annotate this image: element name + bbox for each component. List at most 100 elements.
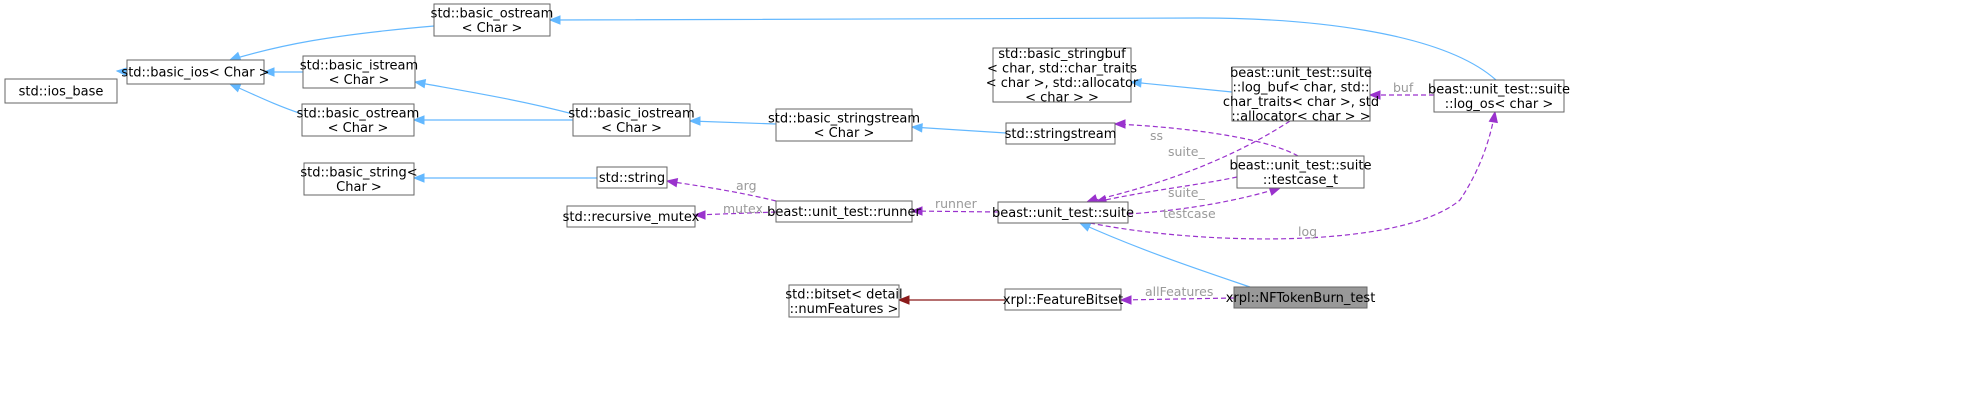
node-testcase-t[interactable]: beast::unit_test::suite::testcase_t xyxy=(1230,155,1372,189)
arrowhead xyxy=(1113,119,1126,129)
node-suite[interactable]: beast::unit_test::suite xyxy=(992,201,1134,224)
edge-suite-to-log-buf xyxy=(1085,120,1291,204)
node-box xyxy=(1433,79,1565,113)
edge-log-os-to-suite xyxy=(1089,110,1498,240)
edge-ostream-mid-to-iostream xyxy=(412,115,573,125)
node-box xyxy=(775,200,913,223)
node-basic-ios[interactable]: std::basic_ios< Char > xyxy=(121,59,270,85)
edge-basic-ios-to-ostream-mid xyxy=(228,83,303,115)
edge-line xyxy=(911,126,1007,134)
edge-stringbuf-to-log-buf xyxy=(1129,78,1233,93)
edge-line xyxy=(689,120,777,125)
arrowhead xyxy=(412,115,425,125)
edge-basic-ios-to-ostream-top xyxy=(228,25,435,61)
arrowhead xyxy=(693,210,706,220)
arrowhead xyxy=(1129,78,1142,88)
node-label-line: < Char > xyxy=(601,121,662,136)
edge-line xyxy=(1095,176,1238,203)
node-box xyxy=(1005,122,1116,145)
node-nftoken[interactable]: xrpl::NFTokenBurn_test xyxy=(1226,286,1376,309)
node-label-line: < char, std::char_traits xyxy=(987,61,1137,76)
node-basic-stringstream[interactable]: std::basic_stringstream< Char > xyxy=(768,108,920,142)
node-string[interactable]: std::string xyxy=(596,166,668,189)
node-stringstream[interactable]: std::stringstream xyxy=(1005,122,1117,145)
node-box xyxy=(1004,288,1122,311)
node-box xyxy=(572,103,691,137)
node-label-line: std::basic_istream xyxy=(300,58,418,73)
node-label-line: beast::unit_test::suite xyxy=(1428,82,1570,97)
arrowhead xyxy=(1078,222,1092,232)
node-basic-istream[interactable]: std::basic_istream< Char > xyxy=(300,55,418,89)
edge-line xyxy=(694,211,777,216)
node-box xyxy=(997,201,1129,224)
edge-line xyxy=(549,17,1497,81)
node-ios-base[interactable]: std::ios_base xyxy=(4,78,118,104)
node-label-line: xrpl::FeatureBitset xyxy=(1003,293,1123,308)
node-feature-bitset[interactable]: xrpl::FeatureBitset xyxy=(1003,288,1123,311)
node-box xyxy=(301,103,415,137)
node-label-line: ::allocator< char > > xyxy=(1231,109,1370,124)
node-box xyxy=(775,108,913,142)
node-label-line: std::basic_ios< Char > xyxy=(121,66,269,81)
node-label-line: beast::unit_test::suite xyxy=(1230,66,1372,81)
node-basic-ostream-mid[interactable]: std::basic_ostream< Char > xyxy=(297,103,420,137)
edge-line xyxy=(1120,297,1235,301)
edge-line xyxy=(1089,111,1496,240)
edge-line xyxy=(229,83,303,115)
node-box xyxy=(433,3,551,37)
arrowhead xyxy=(1368,90,1381,100)
edge-label-runner: runner xyxy=(935,196,978,211)
arrowhead xyxy=(413,79,427,89)
arrowhead xyxy=(910,123,923,133)
node-box xyxy=(126,59,265,85)
edge-stringstream-base-to-stringstream xyxy=(910,123,1007,134)
arrowhead xyxy=(228,83,242,93)
arrowhead xyxy=(1119,295,1132,305)
node-basic-string[interactable]: std::basic_string<Char > xyxy=(300,162,418,196)
edge-string-to-runner-arg xyxy=(665,178,777,202)
node-label-line: std::basic_stringstream xyxy=(768,111,920,126)
arrowhead xyxy=(1268,186,1282,196)
edge-label-log: log xyxy=(1298,224,1317,239)
node-label-line: std::basic_stringbuf xyxy=(998,47,1126,62)
edge-istream-to-iostream xyxy=(413,79,574,115)
node-basic-iostream[interactable]: std::basic_iostream< Char > xyxy=(568,103,695,137)
node-label-line: beast::unit_test::suite xyxy=(992,206,1134,221)
node-recursive-mutex[interactable]: std::recursive_mutex xyxy=(563,205,700,228)
arrowhead xyxy=(897,295,910,305)
edge-label-allfeatures: allFeatures xyxy=(1145,284,1213,299)
node-box xyxy=(1233,286,1368,309)
edge-label-suite-b: suite_ xyxy=(1168,185,1205,200)
edge-line xyxy=(1079,222,1251,288)
node-log-os[interactable]: beast::unit_test::suite::log_os< char > xyxy=(1428,79,1570,113)
node-label-line: char_traits< char >, std xyxy=(1223,95,1379,110)
edge-label-mutex: mutex xyxy=(723,201,763,216)
arrowhead xyxy=(910,206,923,216)
edge-line xyxy=(1127,187,1281,215)
node-label-line: Char > xyxy=(336,180,382,195)
node-label-line: ::log_os< char > xyxy=(1445,97,1554,112)
edge-line xyxy=(1114,123,1299,157)
node-label-line: beast::unit_test::runner xyxy=(767,205,921,220)
edge-runner-to-suite xyxy=(910,206,999,216)
node-label-line: xrpl::NFTokenBurn_test xyxy=(1226,291,1376,306)
edge-mutex-to-runner xyxy=(693,210,777,220)
node-label-line: ::numFeatures > xyxy=(790,302,899,317)
node-basic-ostream-top[interactable]: std::basic_ostream< Char > xyxy=(431,3,554,37)
node-runner[interactable]: beast::unit_test::runner xyxy=(767,200,921,223)
arrowhead xyxy=(412,173,425,183)
node-basic-stringbuf[interactable]: std::basic_stringbuf< char, std::char_tr… xyxy=(986,47,1139,106)
node-label-line: ::log_buf< char, std:: xyxy=(1232,80,1369,95)
edge-line xyxy=(1130,81,1233,93)
node-log-buf[interactable]: beast::unit_test::suite::log_buf< char, … xyxy=(1223,66,1379,125)
arrowhead xyxy=(228,51,242,61)
arrowhead xyxy=(1488,110,1498,124)
edge-line xyxy=(1086,120,1291,203)
edge-line xyxy=(414,81,574,115)
edge-suite-to-testcase xyxy=(1094,176,1238,205)
node-label-line: < Char > xyxy=(329,73,390,88)
node-label-line: std::string xyxy=(599,171,665,186)
node-bitset[interactable]: std::bitset< detail::numFeatures > xyxy=(785,284,903,318)
